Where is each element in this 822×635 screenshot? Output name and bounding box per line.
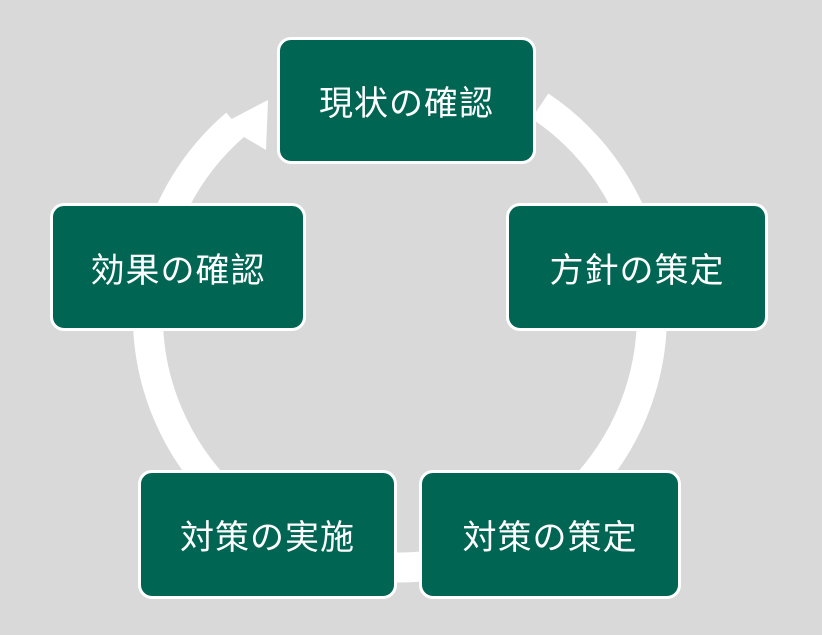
step-box-measure-implementation: 対策の実施: [138, 470, 397, 599]
step-box-effect-confirmation: 効果の確認: [50, 203, 306, 331]
step-box-measure-formulation: 対策の策定: [419, 470, 681, 599]
arrow-head-icon: [222, 100, 268, 150]
step-box-current-status: 現状の確認: [277, 37, 536, 164]
step-label: 効果の確認: [90, 250, 266, 291]
step-label: 対策の策定: [462, 518, 638, 558]
step-label: 対策の実施: [180, 518, 355, 558]
step-label: 方針の策定: [549, 250, 725, 291]
step-box-policy-formulation: 方針の策定: [506, 203, 768, 331]
step-label: 現状の確認: [319, 84, 494, 124]
